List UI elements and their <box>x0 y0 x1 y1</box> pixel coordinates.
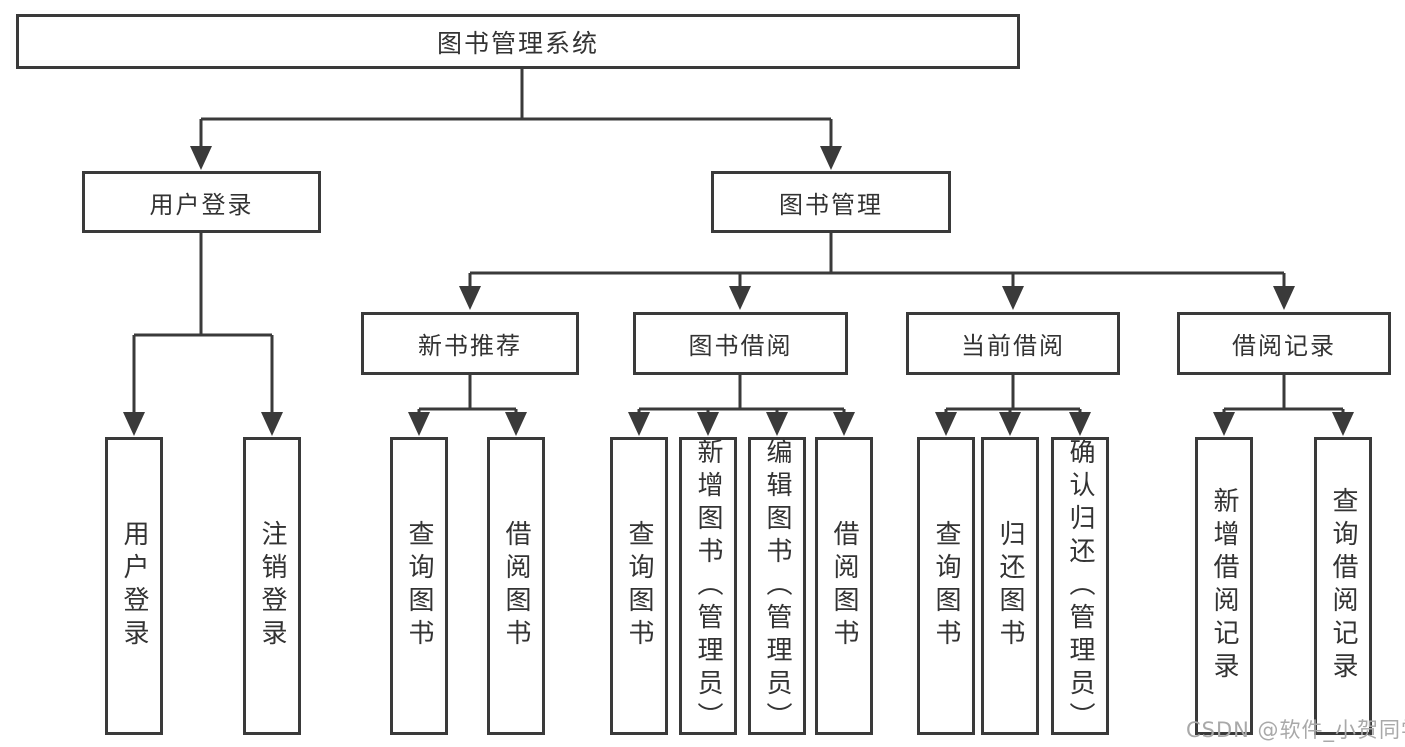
leaf-user-login: 用户登录 <box>105 437 163 735</box>
node-book-borrowing: 图书借阅 <box>633 312 848 375</box>
connector-line <box>637 375 846 414</box>
leaf-label: 借阅图书 <box>829 520 859 652</box>
node-label: 图书管理 <box>779 190 883 219</box>
connector-line <box>1222 375 1345 414</box>
leaf-confirm-return-admin: 确认归还（管理员） <box>1051 437 1109 735</box>
leaf-label: 查询图书 <box>931 520 961 652</box>
leaf-label: 注销登录 <box>257 520 287 652</box>
leaf-borrow-books-newrec: 借阅图书 <box>487 437 545 735</box>
leaf-query-borrow-record: 查询借阅记录 <box>1314 437 1372 735</box>
leaf-label: 新增图书（管理员） <box>693 437 723 735</box>
connector-new-book-rec-to-children <box>408 375 527 436</box>
arrowhead <box>1213 412 1354 436</box>
leaf-add-books-admin: 新增图书（管理员） <box>679 437 737 735</box>
arrowhead <box>935 412 1091 436</box>
node-current-borrowing: 当前借阅 <box>906 312 1120 375</box>
connector-book-mgmt-to-children <box>459 233 1295 310</box>
node-label: 新书推荐 <box>418 332 522 360</box>
node-label: 用户登录 <box>149 190 254 219</box>
connector-root-to-children <box>190 69 842 170</box>
node-new-book-recommendation: 新书推荐 <box>361 312 579 375</box>
leaf-label: 查询借阅记录 <box>1328 487 1358 685</box>
arrowhead <box>459 286 1295 310</box>
arrowhead <box>123 412 283 436</box>
leaf-add-borrow-record: 新增借阅记录 <box>1195 437 1253 735</box>
leaf-borrow-books-borrow: 借阅图书 <box>815 437 873 735</box>
connector-line <box>417 375 518 414</box>
leaf-label: 新增借阅记录 <box>1209 487 1239 685</box>
leaf-query-books-current: 查询图书 <box>917 437 975 735</box>
leaf-label: 用户登录 <box>119 520 149 652</box>
connector-current-borrow-to-children <box>935 375 1091 436</box>
connector-borrow-record-to-children <box>1213 375 1354 436</box>
leaf-label: 查询图书 <box>624 520 654 652</box>
arrowhead <box>190 146 842 170</box>
connector-book-borrow-to-children <box>628 375 855 436</box>
node-user-login: 用户登录 <box>82 171 321 233</box>
arrowhead <box>628 412 855 436</box>
leaf-return-books: 归还图书 <box>981 437 1039 735</box>
leaf-label: 归还图书 <box>995 520 1025 652</box>
node-label: 借阅记录 <box>1232 332 1336 360</box>
leaf-label: 借阅图书 <box>501 520 531 652</box>
leaf-label: 编辑图书（管理员） <box>762 437 792 735</box>
csdn-watermark: CSDN @软件_小贺同学 <box>1186 718 1405 742</box>
node-borrowing-records: 借阅记录 <box>1177 312 1391 375</box>
node-book-management: 图书管理 <box>711 171 951 233</box>
node-library-management-system: 图书管理系统 <box>16 14 1020 69</box>
node-label: 图书借阅 <box>688 332 793 360</box>
node-label: 图书管理系统 <box>436 28 599 58</box>
connector-user-login-to-children <box>123 233 283 436</box>
connector-line <box>944 375 1082 414</box>
connector-line <box>199 69 833 148</box>
leaf-label: 确认归还（管理员） <box>1065 437 1095 735</box>
arrowhead <box>408 412 527 436</box>
node-label: 当前借阅 <box>961 332 1065 360</box>
leaf-query-books-borrow: 查询图书 <box>610 437 668 735</box>
leaf-label: 查询图书 <box>404 520 434 652</box>
leaf-query-books-newrec: 查询图书 <box>390 437 448 735</box>
leaf-logout: 注销登录 <box>243 437 301 735</box>
connector-line <box>132 233 274 413</box>
leaf-edit-books-admin: 编辑图书（管理员） <box>748 437 806 735</box>
connector-line <box>468 233 1286 289</box>
